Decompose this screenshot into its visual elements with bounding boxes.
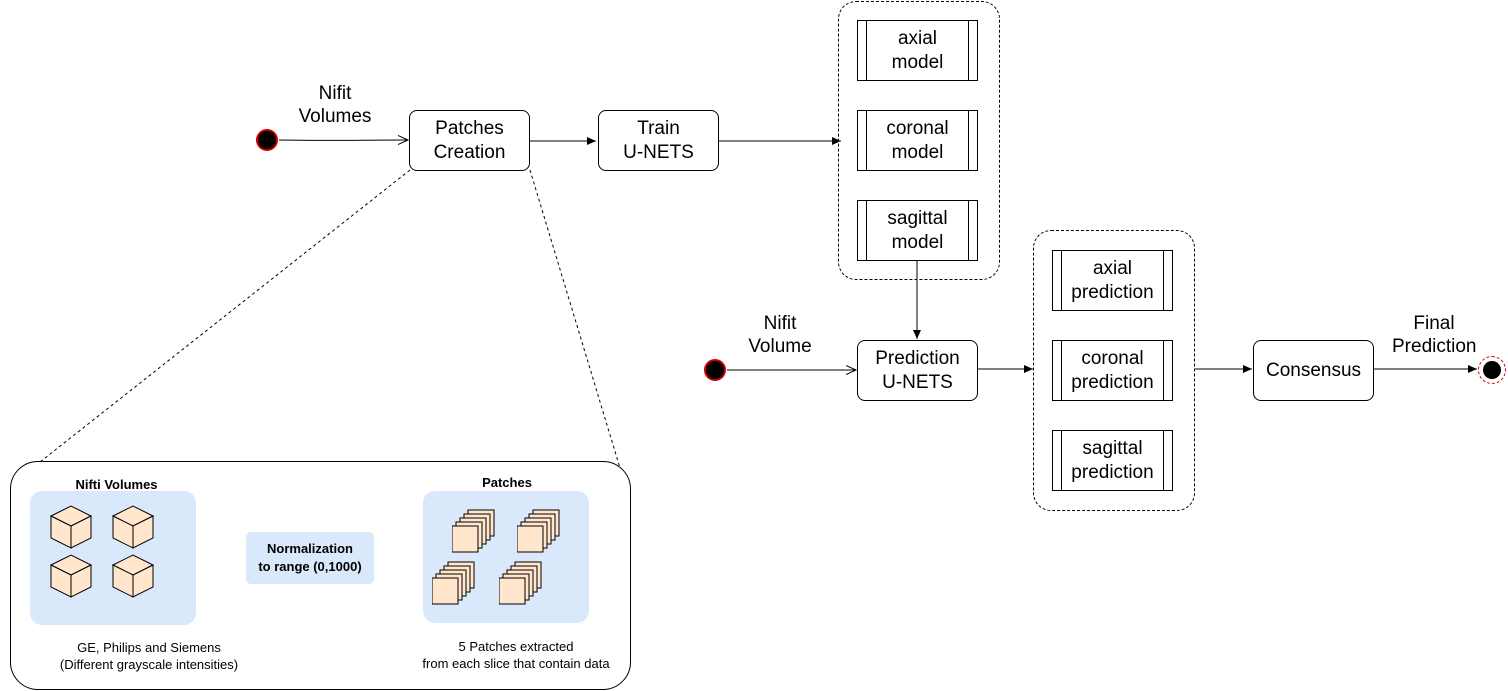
axial-model: axial model (857, 20, 978, 81)
predictions-group (1033, 230, 1195, 511)
normalization-step: Normalization to range (0,1000) (246, 532, 374, 584)
prediction-unets-node: Prediction U-NETS (857, 340, 978, 401)
patches-title: Patches (482, 475, 532, 490)
coronal-prediction: coronal prediction (1052, 340, 1173, 401)
sagittal-model: sagittal model (857, 200, 978, 261)
patches-caption: 5 Patches extracted from each slice that… (422, 639, 610, 671)
input-label-predict: Nifit Volume (748, 313, 812, 357)
start-node-predict (704, 359, 726, 381)
train-unets-node: Train U-NETS (598, 110, 719, 171)
axial-prediction: axial prediction (1052, 250, 1173, 311)
cube-icon (49, 554, 93, 598)
zoom-line-right (529, 169, 621, 469)
patches-creation-node: Patches Creation (409, 110, 530, 171)
models-group (838, 1, 1000, 280)
cube-icon (111, 554, 155, 598)
output-label: Final Prediction (1392, 313, 1477, 357)
patch-stack-icon (452, 509, 495, 553)
patch-stack-icon (517, 509, 560, 553)
start-node-train (256, 129, 278, 151)
cube-icon (111, 505, 155, 549)
zoom-line-left (39, 169, 411, 463)
cube-icon (49, 505, 93, 549)
patch-stack-icon (499, 561, 542, 605)
nifti-volumes-title: Nifti Volumes (75, 477, 158, 492)
nifti-caption: GE, Philips and Siemens (Different grays… (59, 640, 239, 672)
end-node (1478, 356, 1506, 384)
input-label-train: Nifit Volumes (298, 83, 372, 127)
sagittal-prediction: sagittal prediction (1052, 430, 1173, 491)
coronal-model: coronal model (857, 110, 978, 171)
consensus-node: Consensus (1253, 340, 1374, 401)
patch-stack-icon (432, 561, 475, 605)
